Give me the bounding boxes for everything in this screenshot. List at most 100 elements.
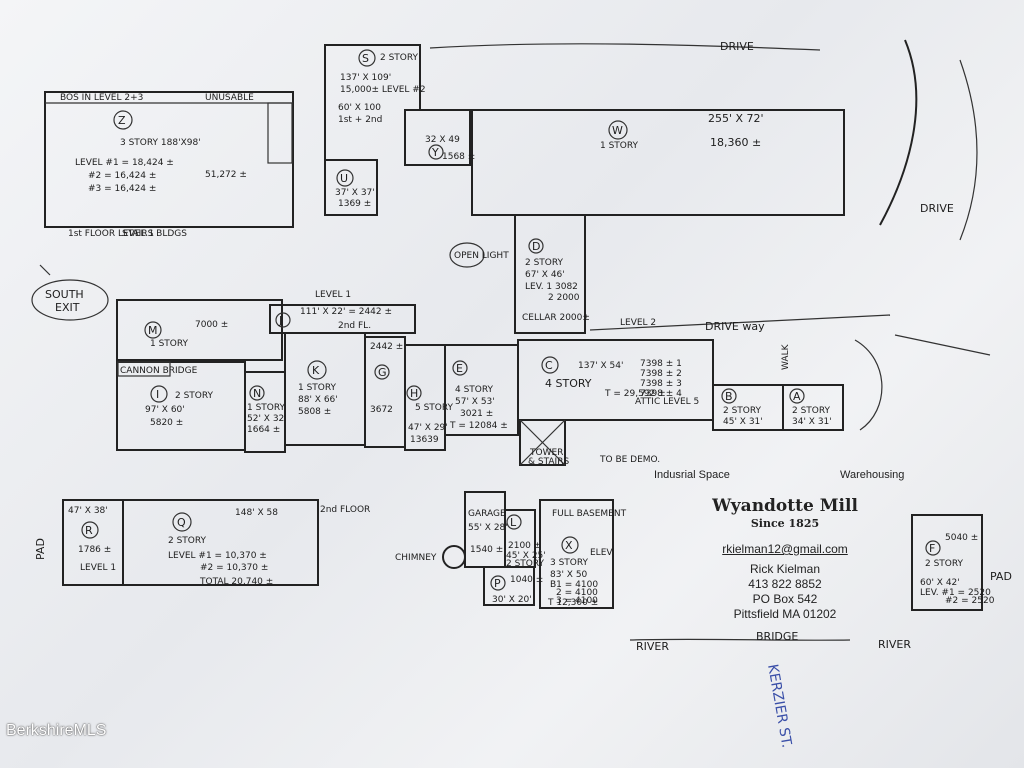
building-n: N 1 STORY 52' X 32' 1664 ±: [244, 371, 287, 453]
a-letter: A: [793, 390, 801, 403]
contact-po-box: PO Box 542: [752, 592, 818, 606]
y-letter: Y: [431, 146, 439, 159]
l-line-1: 55' X 28': [468, 523, 508, 533]
building-u: U 37' X 37' 1369 ±: [324, 159, 378, 216]
label-exit: EXIT: [55, 301, 80, 314]
b-line-0: 2 STORY: [723, 406, 762, 416]
f-line-1: 2 STORY: [925, 559, 964, 569]
f-line-0: 5040 ±: [945, 533, 978, 543]
q-line-0: 148' X 58: [235, 508, 278, 518]
s-line-2: 15,000± LEVEL #2: [340, 85, 426, 95]
w-line-2: 18,360 ±: [710, 136, 761, 149]
z-line-0: 3 STORY 188'X98': [120, 138, 201, 148]
c-line-0: 137' X 54': [578, 361, 623, 371]
f-letter: F: [929, 542, 935, 555]
j-line-1: 2nd FL.: [338, 321, 371, 331]
h-line-0: 5 STORY: [415, 403, 454, 413]
label-demo: TO BE DEMO.: [599, 455, 660, 465]
x-line-1: 3 STORY: [550, 558, 589, 568]
e-line-2: 3021 ±: [460, 409, 493, 419]
c-level-1: 7398 ± 2: [640, 369, 682, 379]
q-letter: Q: [177, 516, 186, 529]
label-drive-top: DRIVE: [720, 40, 754, 53]
i-line-1: 97' X 60': [145, 405, 185, 415]
k-line-2: 5808 ±: [298, 407, 331, 417]
drive-curve: [879, 39, 918, 226]
building-g: G 2442 ± 3672: [364, 336, 406, 448]
tower: TOWER & STAIRS: [519, 419, 569, 467]
contact-email[interactable]: rkielman12@gmail.com: [722, 542, 848, 556]
building-z: BOS IN LEVEL 2+3 UNUSABLE Z 3 STORY 188'…: [44, 91, 294, 239]
s-letter: S: [362, 52, 369, 65]
p-line-0: 1040 ±: [510, 575, 543, 585]
tower-label: TOWER: [529, 448, 563, 458]
label-drive-way: DRIVE way: [705, 320, 765, 333]
k-line-1: 88' X 66': [298, 395, 338, 405]
q-line-3: #2 = 10,370 ±: [200, 563, 268, 573]
g-line-1: 3672: [370, 405, 393, 415]
label-river-right: RIVER: [878, 638, 911, 651]
k-letter: K: [312, 364, 320, 377]
n-letter: N: [253, 387, 261, 400]
a-line-0: 2 STORY: [792, 406, 831, 416]
w-letter: W: [612, 124, 623, 137]
f-line-3: LEV. #1 = 2520: [920, 588, 991, 598]
c-line-2: T = 29,592 ±: [604, 389, 666, 399]
h-letter: H: [410, 387, 418, 400]
building-c: C 137' X 54' 4 STORY T = 29,592 ± ATTIC …: [517, 339, 714, 421]
d-line-1: 67' X 46': [525, 270, 565, 280]
contact-name: Rick Kielman: [749, 562, 821, 576]
l-line-4: 45' X 25': [506, 551, 546, 561]
e-letter: E: [456, 362, 463, 375]
r-line-0: 47' X 38': [68, 506, 108, 516]
q-floor: 2nd FLOOR: [320, 505, 370, 515]
since-year: Since 1825: [750, 517, 820, 530]
building-r: R 47' X 38' 1786 ± LEVEL 1: [62, 499, 124, 586]
q-line-1: 2 STORY: [168, 536, 207, 546]
m-letter: M: [148, 324, 158, 337]
s-line-3: 60' X 100: [338, 103, 381, 113]
label-chimney: CHIMNEY: [395, 553, 437, 563]
drive-loop: [854, 339, 883, 431]
building-y: Y 32 X 49 1568 ±: [404, 109, 475, 166]
r-line-2: LEVEL 1: [80, 563, 116, 573]
f-line-4: #2 = 2520: [945, 596, 995, 606]
x-line-3: B1 = 4100: [550, 580, 598, 590]
i-letter: I: [156, 388, 159, 401]
c-level-0: 7398 ± 1: [640, 359, 682, 369]
e-line-0: 4 STORY: [455, 385, 494, 395]
x-letter: X: [565, 539, 573, 552]
chimney-marker: [442, 545, 466, 569]
h-line-1: 47' X 29': [408, 423, 448, 433]
z-line-2: #2 = 16,424 ±: [88, 171, 156, 181]
p-letter: P: [494, 577, 501, 590]
building-l: L GARAGE 55' X 28' 1540 ± 2100 ± 45' X 2…: [464, 491, 546, 569]
x-line-2: 83' X 50: [550, 570, 588, 580]
south-arrow: [39, 264, 51, 276]
c-line-3: ATTIC LEVEL 5: [635, 397, 699, 407]
building-m: M 1 STORY 7000 ±: [116, 299, 283, 361]
building-e: E 4 STORY 57' X 53' 3021 ± T = 12084 ±: [444, 344, 519, 436]
brand-name: Wyandotte Mill: [712, 496, 858, 516]
e-line-1: 57' X 53': [455, 397, 495, 407]
f-line-2: 60' X 42': [920, 578, 960, 588]
u-line-1: 1369 ±: [338, 199, 371, 209]
building-a: A 2 STORY 34' X 31' WALK: [781, 343, 844, 431]
l-letter: L: [510, 516, 517, 529]
c-line-1: 4 STORY: [545, 377, 592, 390]
p-line-1: 30' X 20': [492, 595, 532, 605]
z-line-4: 51,272 ±: [205, 170, 247, 180]
building-i: CANNON BRIDGE I 2 STORY 97' X 60' 5820 ±: [116, 361, 246, 451]
x-line-5: 3 = 4100: [556, 596, 598, 606]
w-line-1: 255' X 72': [708, 112, 764, 125]
n-line-0: 1 STORY: [247, 403, 286, 413]
open-light-marker: [449, 242, 485, 268]
r-line-1: 1786 ±: [78, 545, 111, 555]
x-line-0: FULL BASEMENT: [552, 509, 627, 519]
d-cellar: CELLAR 2000±: [522, 313, 590, 323]
n-line-2: 1664 ±: [247, 425, 280, 435]
label-industrial: Indusrial Space: [654, 469, 730, 481]
drive-curve-outer: [959, 59, 978, 241]
